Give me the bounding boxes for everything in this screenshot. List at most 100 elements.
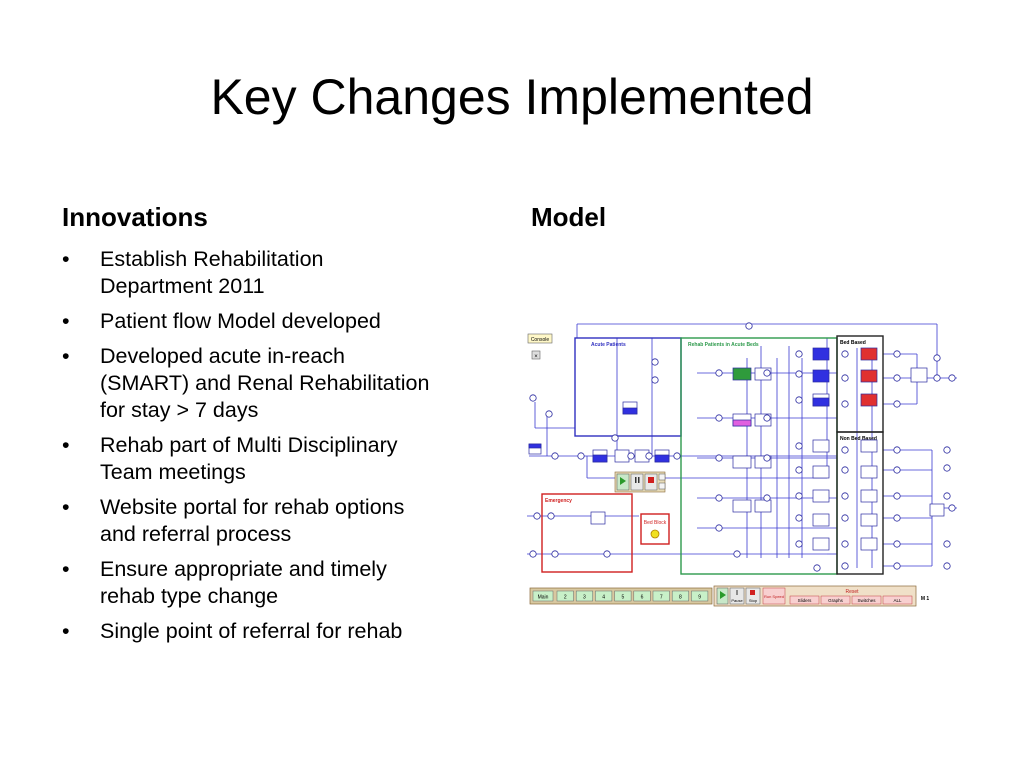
view-toggle-button[interactable] <box>851 595 882 605</box>
page-nav-button[interactable] <box>671 590 689 602</box>
flow-valve <box>603 550 611 558</box>
flow-valve <box>795 442 803 450</box>
flow-connector-lines <box>527 323 957 568</box>
flow-valve <box>943 562 951 570</box>
page-nav-button[interactable] <box>691 590 709 602</box>
flow-valve <box>715 524 723 532</box>
stock-box <box>910 367 928 383</box>
innovation-item: •Developed acute in-reach(SMART) and Ren… <box>62 343 502 424</box>
inner-side-button[interactable] <box>658 482 666 490</box>
page-nav-button-label: 4 <box>602 595 605 601</box>
pause-icon: || <box>736 590 739 596</box>
stock-box <box>732 499 752 513</box>
flow-valve <box>795 466 803 474</box>
model-heading: Model <box>531 202 607 232</box>
stock-box <box>812 537 830 551</box>
flow-valve <box>948 374 956 382</box>
page-nav-button-label: 3 <box>583 595 586 601</box>
non-bed-based-label: Non Bed Based <box>840 436 877 442</box>
flow-valve <box>841 514 849 522</box>
flow-valve <box>893 446 901 454</box>
view-toggle-button-label: ALL <box>893 598 902 603</box>
stock-box <box>754 499 772 513</box>
innovation-item-text: Patient flow Model developed <box>100 309 381 333</box>
page-nav-button[interactable] <box>556 590 574 602</box>
stop-icon <box>648 477 654 483</box>
flow-valve <box>763 414 771 422</box>
flow-valve <box>795 514 803 522</box>
flow-valve <box>933 354 941 362</box>
innovation-item-text: Ensure appropriate and timely <box>100 557 387 581</box>
stock-box <box>860 439 878 453</box>
page-nav-button-label: 5 <box>621 595 624 601</box>
flow-valve <box>841 374 849 382</box>
bullet-icon: • <box>62 557 70 581</box>
console-button[interactable] <box>527 333 553 344</box>
flow-valve <box>551 550 559 558</box>
inner-pause-button[interactable] <box>630 473 644 491</box>
flow-valve <box>763 494 771 502</box>
bed-block-indicator <box>650 529 660 539</box>
flow-valve <box>627 452 635 460</box>
reset-label: Reset <box>845 589 859 595</box>
bullet-icon: • <box>62 309 70 333</box>
pause-button[interactable] <box>729 587 745 605</box>
flow-valve <box>611 434 619 442</box>
flow-valve <box>893 350 901 358</box>
flow-valve <box>715 494 723 502</box>
close-button[interactable] <box>531 350 541 360</box>
stock-box <box>860 347 878 361</box>
bullet-icon: • <box>62 619 70 643</box>
stop-button[interactable] <box>745 587 761 605</box>
stock-box <box>860 537 878 551</box>
innovation-item-text: Establish Rehabilitation <box>100 247 324 271</box>
sheet-label: M 1 <box>921 596 930 602</box>
inner-side-button[interactable] <box>658 473 666 481</box>
stock-box <box>860 393 878 407</box>
page-nav-button[interactable] <box>575 590 593 602</box>
page-nav-button[interactable] <box>532 590 554 602</box>
flow-valve <box>763 454 771 462</box>
view-toggle-button[interactable] <box>820 595 851 605</box>
flow-valve <box>715 369 723 377</box>
view-toggle-button[interactable] <box>789 595 820 605</box>
flow-valve <box>893 374 901 382</box>
innovation-item-text: for stay > 7 days <box>100 398 259 422</box>
stock-box <box>812 347 830 361</box>
page-nav-button[interactable] <box>652 590 670 602</box>
innovation-item-text: (SMART) and Renal Rehabilitation <box>100 371 430 395</box>
flow-valve <box>943 540 951 548</box>
innovation-item-text: Team meetings <box>100 460 246 484</box>
flow-valve <box>943 464 951 472</box>
flow-valve <box>813 564 821 572</box>
bed-based-label: Bed Based <box>840 340 866 346</box>
flow-valve <box>841 562 849 570</box>
flow-valve <box>795 492 803 500</box>
console-button-label: Console <box>531 337 550 343</box>
stop-icon <box>750 590 755 595</box>
run-speed-button[interactable] <box>762 587 786 605</box>
flow-valve <box>841 492 849 500</box>
page-nav-button[interactable] <box>595 590 613 602</box>
page-nav-button[interactable] <box>633 590 651 602</box>
acute-patients-region <box>574 337 682 437</box>
bed-block-label: Bed Block <box>644 520 667 526</box>
innovation-item: •Single point of referral for rehab <box>62 618 502 645</box>
stock-box <box>812 439 830 453</box>
page-nav-button[interactable] <box>614 590 632 602</box>
view-toggle-button[interactable] <box>882 595 913 605</box>
stock-box <box>860 465 878 479</box>
flow-valve <box>933 374 941 382</box>
page-nav-button-label: 2 <box>564 595 567 601</box>
stock-box <box>812 465 830 479</box>
stock-box <box>812 489 830 503</box>
bullet-icon: • <box>62 433 70 457</box>
bullet-icon: • <box>62 247 70 271</box>
stock-box <box>592 454 608 463</box>
flow-valve <box>547 512 555 520</box>
